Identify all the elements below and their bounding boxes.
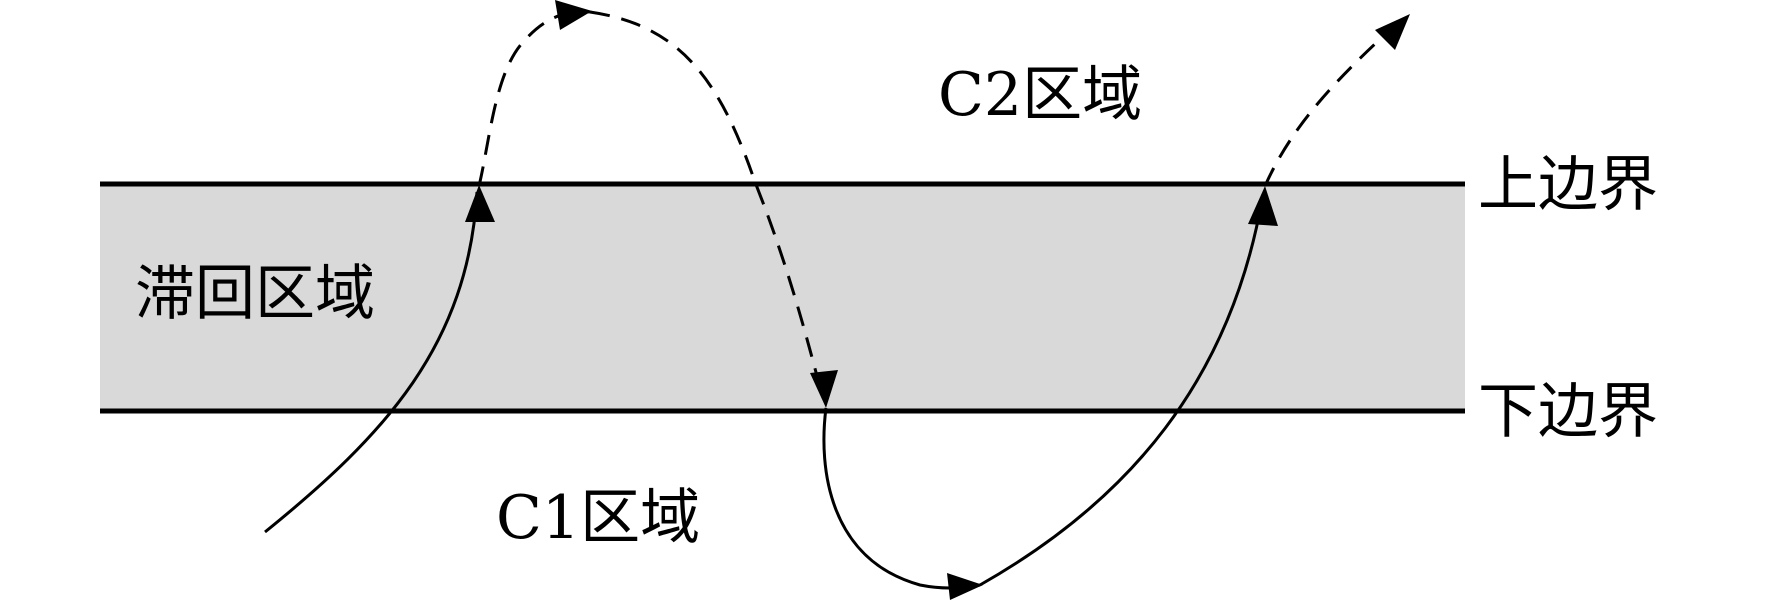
- lower-boundary-label: 下边界: [1478, 377, 1658, 447]
- trajectory-rise-1: [264, 191, 479, 534]
- upper-boundary-label: 上边界: [1478, 150, 1658, 220]
- trajectory-hook: [822, 407, 981, 590]
- trajectory-dashed-loop-1: [477, 10, 591, 187]
- c1-region-label: C1区域: [496, 483, 700, 553]
- hysteresis-region-label: 滞回区域: [135, 259, 375, 329]
- c2-region-label: C2区域: [938, 60, 1142, 130]
- arrowhead-hook: [947, 573, 983, 600]
- trajectory-dashed-descent: [589, 10, 824, 396]
- arrowhead-dashed-down: [810, 370, 838, 408]
- arrowhead-rise-2: [1248, 186, 1278, 226]
- trajectory-dashed-exit: [1263, 28, 1392, 187]
- arrowhead-rise-1: [465, 185, 495, 222]
- arrowhead-dashed-exit: [1375, 14, 1410, 50]
- trajectory-rise-2: [979, 199, 1264, 587]
- arrowhead-dashed-top: [555, 0, 592, 30]
